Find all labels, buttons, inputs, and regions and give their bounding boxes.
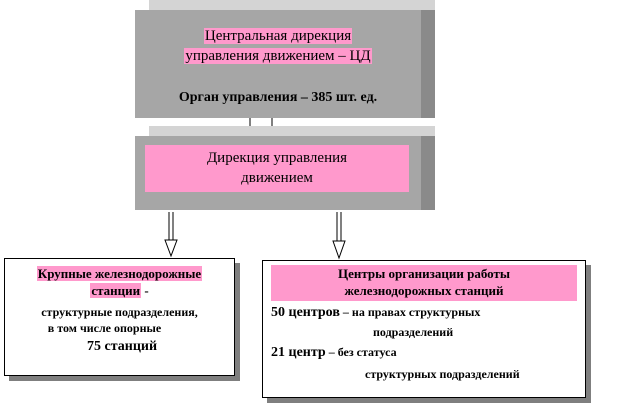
station-centers-title-1: Центры организации работы	[337, 266, 511, 281]
large-stations-dash: -	[141, 283, 149, 298]
large-stations-desc-2: в том числе опорные	[47, 321, 162, 335]
centers-21-count: 21 центр	[271, 345, 326, 360]
centers-50-text: – на правах структурных	[339, 305, 481, 319]
traffic-directorate-box: Дирекция управления движением	[135, 126, 435, 210]
traffic-directorate-title-1: Дирекция управления	[206, 150, 348, 166]
centers-50-count: 50 центров	[271, 305, 340, 320]
centers-21-text: – без статуса	[325, 345, 397, 359]
large-stations-desc-1: структурные подразделения,	[41, 305, 198, 319]
central-directorate-subtitle: Орган управления – 385 шт. ед.	[178, 90, 378, 105]
central-directorate-title-1: Центральная дирекция	[203, 28, 353, 44]
large-stations-box: Крупные железнодорожные станции - структ…	[4, 258, 235, 376]
central-directorate-title-2: управления движением – ЦД	[184, 48, 372, 64]
traffic-directorate-title-2: движением	[241, 170, 313, 186]
centers-21-text-2: структурных подразделений	[365, 367, 520, 381]
large-stations-title-1: Крупные железнодорожные	[36, 266, 203, 281]
right-down-arrow	[332, 212, 346, 260]
left-down-arrow	[164, 212, 178, 258]
station-centers-title-2: железнодорожных станций	[344, 283, 504, 298]
station-centers-box: Центры организации работы железнодорожны…	[262, 260, 586, 398]
centers-50-text-2: подразделений	[373, 325, 454, 339]
large-stations-count: 75 станций	[87, 339, 158, 354]
large-stations-title-2: станции	[90, 283, 142, 298]
central-directorate-box: Центральная дирекция управления движение…	[135, 0, 435, 118]
